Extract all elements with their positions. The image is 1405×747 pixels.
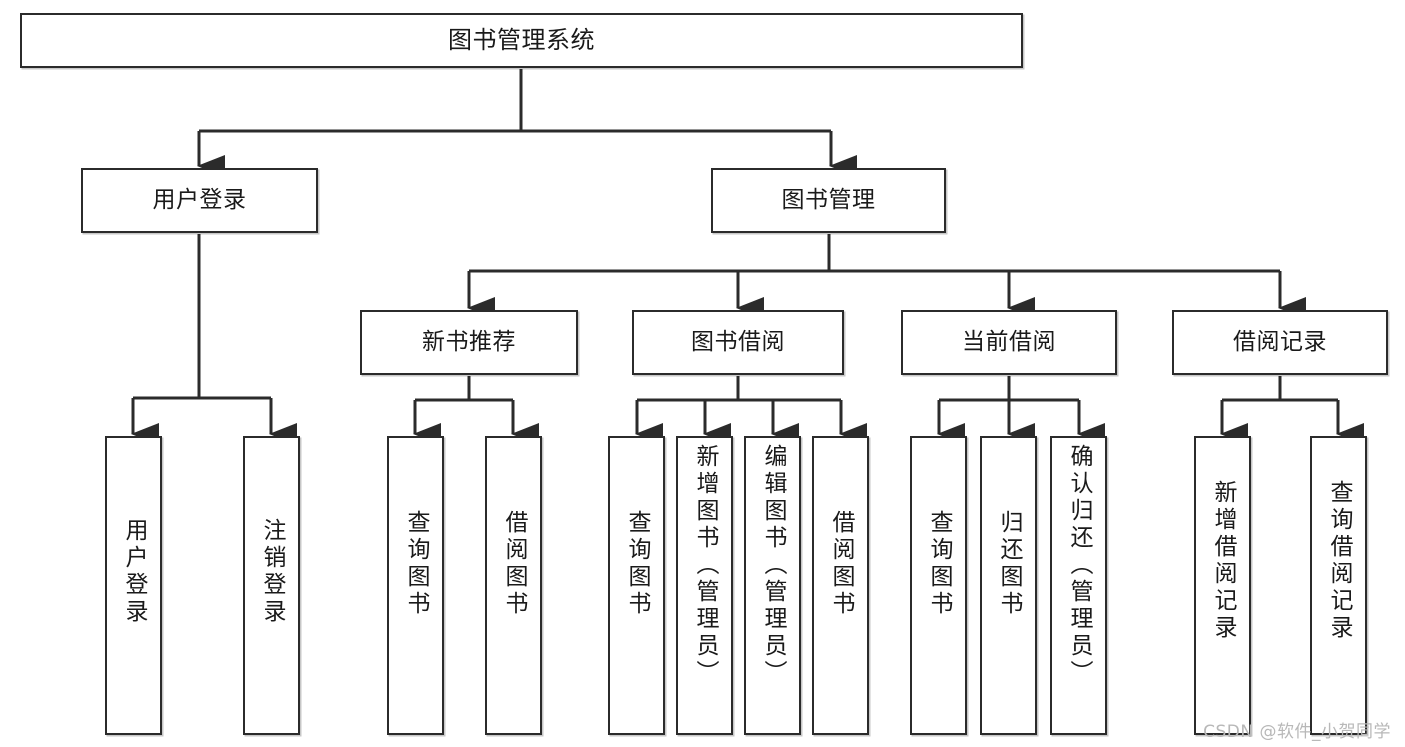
node-label: 查询图书 <box>403 510 429 618</box>
node-book-borrow[interactable]: 图书借阅 <box>632 310 844 375</box>
leaf-book-borrow-query-book[interactable]: 查询图书 <box>608 436 665 735</box>
node-label: 用户登录 <box>152 187 247 214</box>
leaf-borrow-record-query-record[interactable]: 查询借阅记录 <box>1310 436 1367 735</box>
node-label: 查询图书 <box>624 510 650 618</box>
leaf-book-borrow-add-book-admin[interactable]: 新增图书（管理员） <box>676 436 733 735</box>
leaf-current-borrow-return-book[interactable]: 归还图书 <box>980 436 1037 735</box>
leaf-current-borrow-query-book[interactable]: 查询图书 <box>910 436 967 735</box>
node-user-login[interactable]: 用户登录 <box>81 168 318 233</box>
node-label: 借阅记录 <box>1233 329 1327 356</box>
node-borrow-record[interactable]: 借阅记录 <box>1172 310 1388 375</box>
node-label: 确认归还（管理员） <box>1066 444 1092 687</box>
csdn-watermark: CSDN @软件_小贺同学 <box>1203 722 1391 742</box>
node-label: 新增图书（管理员） <box>692 444 718 687</box>
node-label: 新书推荐 <box>422 329 516 356</box>
leaf-new-book-borrow-book[interactable]: 借阅图书 <box>485 436 542 735</box>
node-book-management[interactable]: 图书管理 <box>711 168 946 233</box>
node-label: 归还图书 <box>996 510 1022 618</box>
leaf-user-login-logout[interactable]: 注销登录 <box>243 436 300 735</box>
leaf-borrow-record-add-record[interactable]: 新增借阅记录 <box>1194 436 1251 735</box>
node-label: 编辑图书（管理员） <box>760 444 786 687</box>
leaf-book-borrow-borrow-book[interactable]: 借阅图书 <box>812 436 869 735</box>
node-label: 当前借阅 <box>962 329 1056 356</box>
node-new-book-recommend[interactable]: 新书推荐 <box>360 310 578 375</box>
node-current-borrow[interactable]: 当前借阅 <box>901 310 1117 375</box>
node-label: 用户登录 <box>121 518 147 626</box>
node-label: 借阅图书 <box>501 510 527 618</box>
node-label: 图书管理 <box>781 187 876 214</box>
node-label: 新增借阅记录 <box>1210 480 1236 642</box>
leaf-current-borrow-confirm-return-admin[interactable]: 确认归还（管理员） <box>1050 436 1107 735</box>
node-label: 查询图书 <box>926 510 952 618</box>
node-label: 借阅图书 <box>828 510 854 618</box>
leaf-new-book-query-book[interactable]: 查询图书 <box>387 436 444 735</box>
leaf-book-borrow-edit-book-admin[interactable]: 编辑图书（管理员） <box>744 436 801 735</box>
node-root-book-management-system[interactable]: 图书管理系统 <box>20 13 1023 68</box>
node-label: 注销登录 <box>259 518 285 626</box>
leaf-user-login-login[interactable]: 用户登录 <box>105 436 162 735</box>
node-label: 图书管理系统 <box>448 25 595 54</box>
node-label: 图书借阅 <box>691 329 785 356</box>
node-label: 查询借阅记录 <box>1326 480 1352 642</box>
